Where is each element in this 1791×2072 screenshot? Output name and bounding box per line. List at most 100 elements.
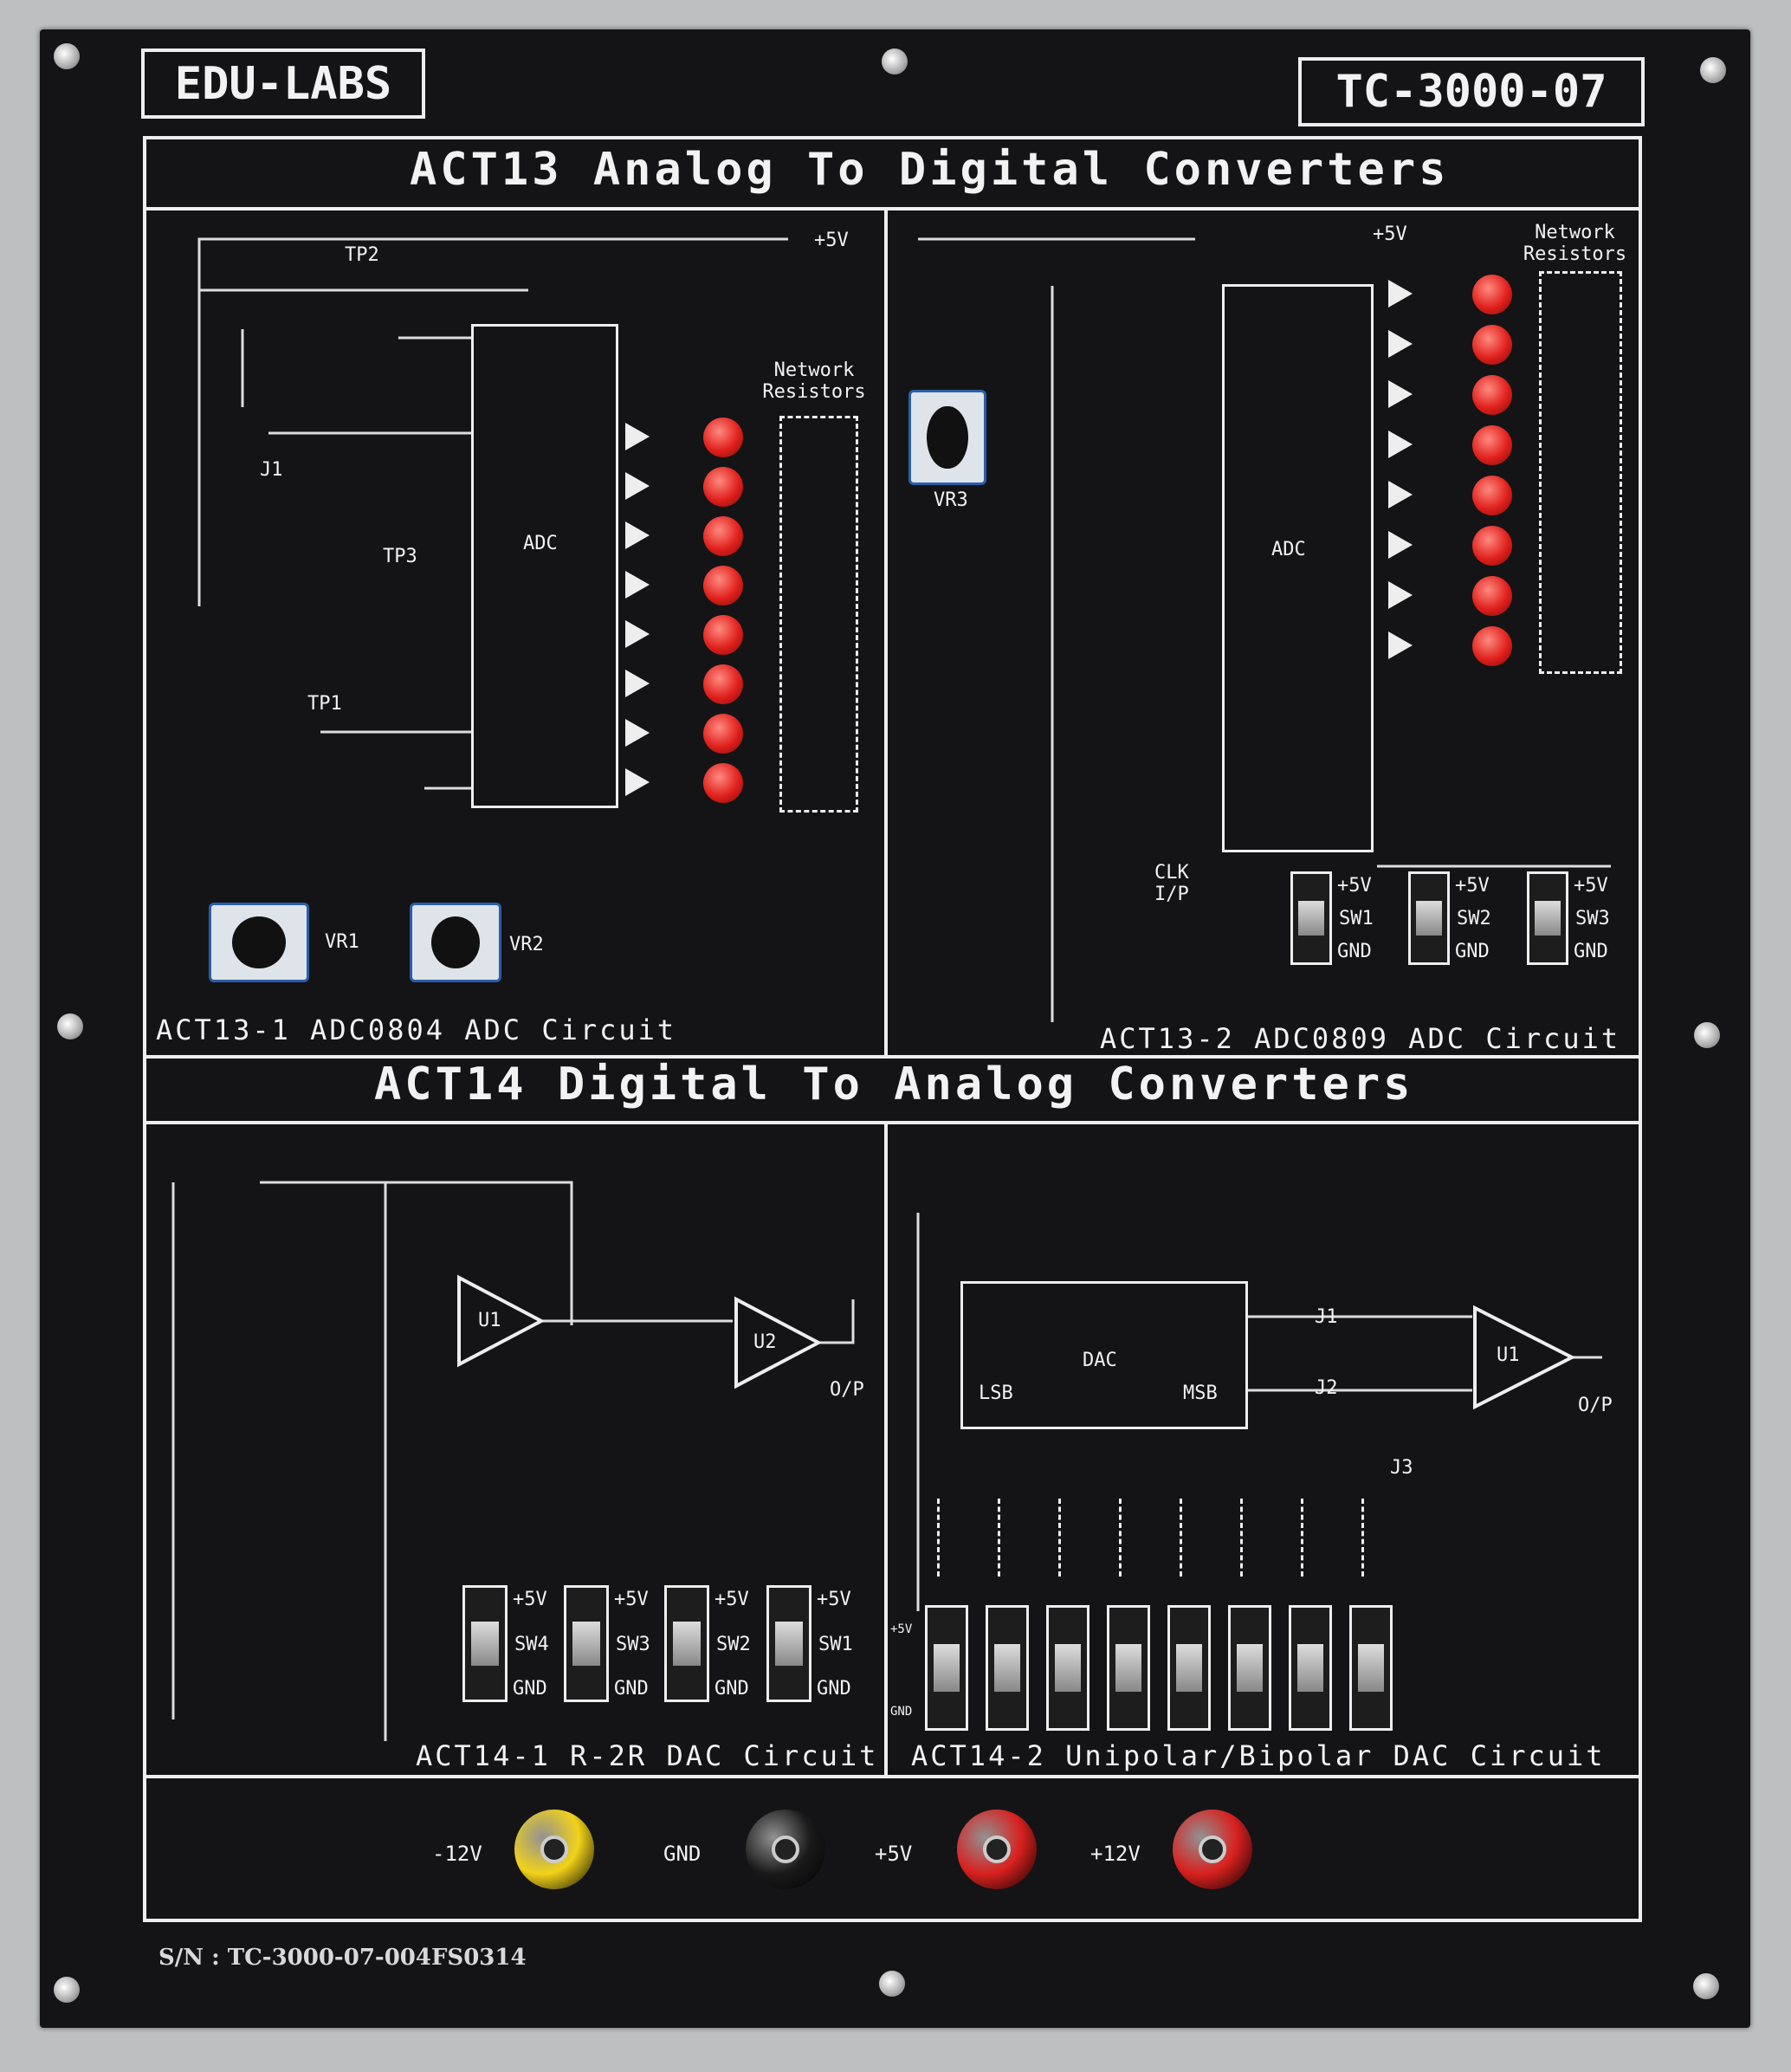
- red-led: [703, 664, 743, 704]
- switch-name-label: SW2: [716, 1633, 751, 1655]
- j2-jumper-label: J2: [1315, 1377, 1338, 1399]
- red-led: [1472, 476, 1512, 515]
- switch-name-label: SW3: [616, 1633, 650, 1655]
- red-led: [703, 566, 743, 605]
- act13-2-network-label: Network Resistors: [1523, 222, 1627, 265]
- j1-jumper-label: J1: [1315, 1306, 1338, 1328]
- vr1-potentiometer[interactable]: [209, 903, 309, 982]
- dac-u1-opamp-icon: [1473, 1305, 1576, 1410]
- red-led: [1472, 576, 1512, 616]
- act14-2-output-label: O/P: [1578, 1395, 1613, 1416]
- data-bit-switch[interactable]: [1228, 1605, 1271, 1731]
- resistor-icon: [1119, 1499, 1139, 1577]
- data-bit-switch[interactable]: [1167, 1605, 1211, 1731]
- act14-2-u1-label: U1: [1497, 1344, 1520, 1366]
- switch-name-label: SW1: [1339, 908, 1374, 929]
- model-number: TC-3000-07: [1298, 57, 1645, 126]
- dac-chip-label: DAC: [1083, 1350, 1117, 1371]
- main-frame: [143, 136, 1642, 1922]
- slide-switch-sw3[interactable]: [564, 1585, 609, 1702]
- terminal-label: GND: [663, 1842, 702, 1866]
- data-bit-switch[interactable]: [1107, 1605, 1150, 1731]
- data-bit-switch[interactable]: [1349, 1605, 1393, 1731]
- act14-2-switch-bottom-label: GND: [890, 1705, 913, 1719]
- data-bit-switch[interactable]: [986, 1605, 1029, 1731]
- switch-top-label: +5V: [1574, 875, 1608, 897]
- screw-icon: [1700, 57, 1726, 83]
- led-symbol-icon: [625, 571, 650, 599]
- screw-icon: [54, 43, 80, 69]
- data-bit-switch[interactable]: [1046, 1605, 1089, 1731]
- slide-switch-sw2[interactable]: [664, 1585, 709, 1702]
- red-led: [703, 418, 743, 457]
- vr1-label: VR1: [325, 931, 359, 953]
- adc0809-chip: [1222, 284, 1374, 852]
- switch-top-label: +5V: [817, 1589, 851, 1610]
- slide-switch-sw1[interactable]: [1290, 871, 1332, 965]
- data-bit-switch[interactable]: [925, 1605, 968, 1731]
- led-symbol-icon: [1388, 581, 1413, 609]
- red-led: [703, 763, 743, 803]
- switch-bottom-label: GND: [1337, 941, 1372, 962]
- red-led: [703, 467, 743, 507]
- act13-1-supply: +5V: [814, 230, 849, 251]
- adc0804-chip: [471, 324, 618, 808]
- red-led: [1472, 626, 1512, 666]
- slide-switch-sw2[interactable]: [1408, 871, 1450, 965]
- u2-opamp-icon: [734, 1296, 823, 1389]
- banana-jack-3[interactable]: [1173, 1810, 1252, 1889]
- resistor-icon: [998, 1499, 1018, 1577]
- led-symbol-icon: [1388, 631, 1413, 659]
- resistor-icon: [1240, 1499, 1260, 1577]
- led-symbol-icon: [625, 472, 650, 500]
- led-symbol-icon: [1388, 481, 1413, 508]
- dac-chip: [960, 1281, 1248, 1429]
- banana-jack-2[interactable]: [957, 1810, 1037, 1889]
- act13-2-supply: +5V: [1373, 223, 1407, 245]
- act13-1-network-label: Network Resistors: [762, 359, 866, 403]
- act14-1-output-label: O/P: [830, 1379, 864, 1401]
- banana-jack-0[interactable]: [514, 1810, 594, 1889]
- led-symbol-icon: [625, 719, 650, 747]
- led-symbol-icon: [1388, 531, 1413, 559]
- slide-switch-sw1[interactable]: [766, 1585, 811, 1702]
- led-symbol-icon: [1388, 431, 1413, 458]
- switch-bottom-label: GND: [614, 1678, 649, 1700]
- red-led: [703, 714, 743, 754]
- switch-bottom-label: GND: [817, 1678, 851, 1700]
- act13-1-network-resistors: [779, 416, 858, 813]
- vr3-potentiometer[interactable]: [908, 390, 986, 485]
- brand-logo: EDU-LABS: [141, 49, 425, 119]
- terminal-label: -12V: [432, 1842, 482, 1866]
- switch-top-label: +5V: [513, 1589, 547, 1610]
- j1-label: J1: [260, 459, 283, 481]
- banana-jack-1[interactable]: [746, 1810, 825, 1889]
- slide-switch-sw3[interactable]: [1527, 871, 1568, 965]
- terminal-label: +5V: [875, 1842, 913, 1866]
- j3-jumper-label: J3: [1390, 1457, 1413, 1479]
- red-led: [1472, 375, 1512, 415]
- serial-number: S/N : TC-3000-07-004FS0314: [158, 1945, 527, 1971]
- act14-1-u2-label: U2: [753, 1331, 777, 1353]
- msb-label: MSB: [1183, 1382, 1218, 1404]
- red-led: [1472, 526, 1512, 566]
- resistor-icon: [1361, 1499, 1381, 1577]
- data-bit-switch[interactable]: [1289, 1605, 1332, 1731]
- led-symbol-icon: [625, 670, 650, 697]
- screw-icon: [1694, 1022, 1720, 1048]
- red-led: [1472, 425, 1512, 465]
- vr2-potentiometer[interactable]: [410, 903, 501, 982]
- act13-title: ACT13 Analog To Digital Converters: [410, 144, 1450, 196]
- slide-switch-sw4[interactable]: [462, 1585, 508, 1702]
- switch-top-label: +5V: [1337, 875, 1372, 897]
- red-led: [1472, 325, 1512, 365]
- red-led: [703, 516, 743, 556]
- act14-title: ACT14 Digital To Analog Converters: [374, 1059, 1414, 1110]
- led-symbol-icon: [625, 620, 650, 648]
- clk-input-label: CLK I/P: [1154, 862, 1189, 905]
- switch-bottom-label: GND: [714, 1678, 749, 1700]
- led-symbol-icon: [1388, 380, 1413, 408]
- act14-1-u1-label: U1: [478, 1310, 501, 1331]
- switch-top-label: +5V: [714, 1589, 749, 1610]
